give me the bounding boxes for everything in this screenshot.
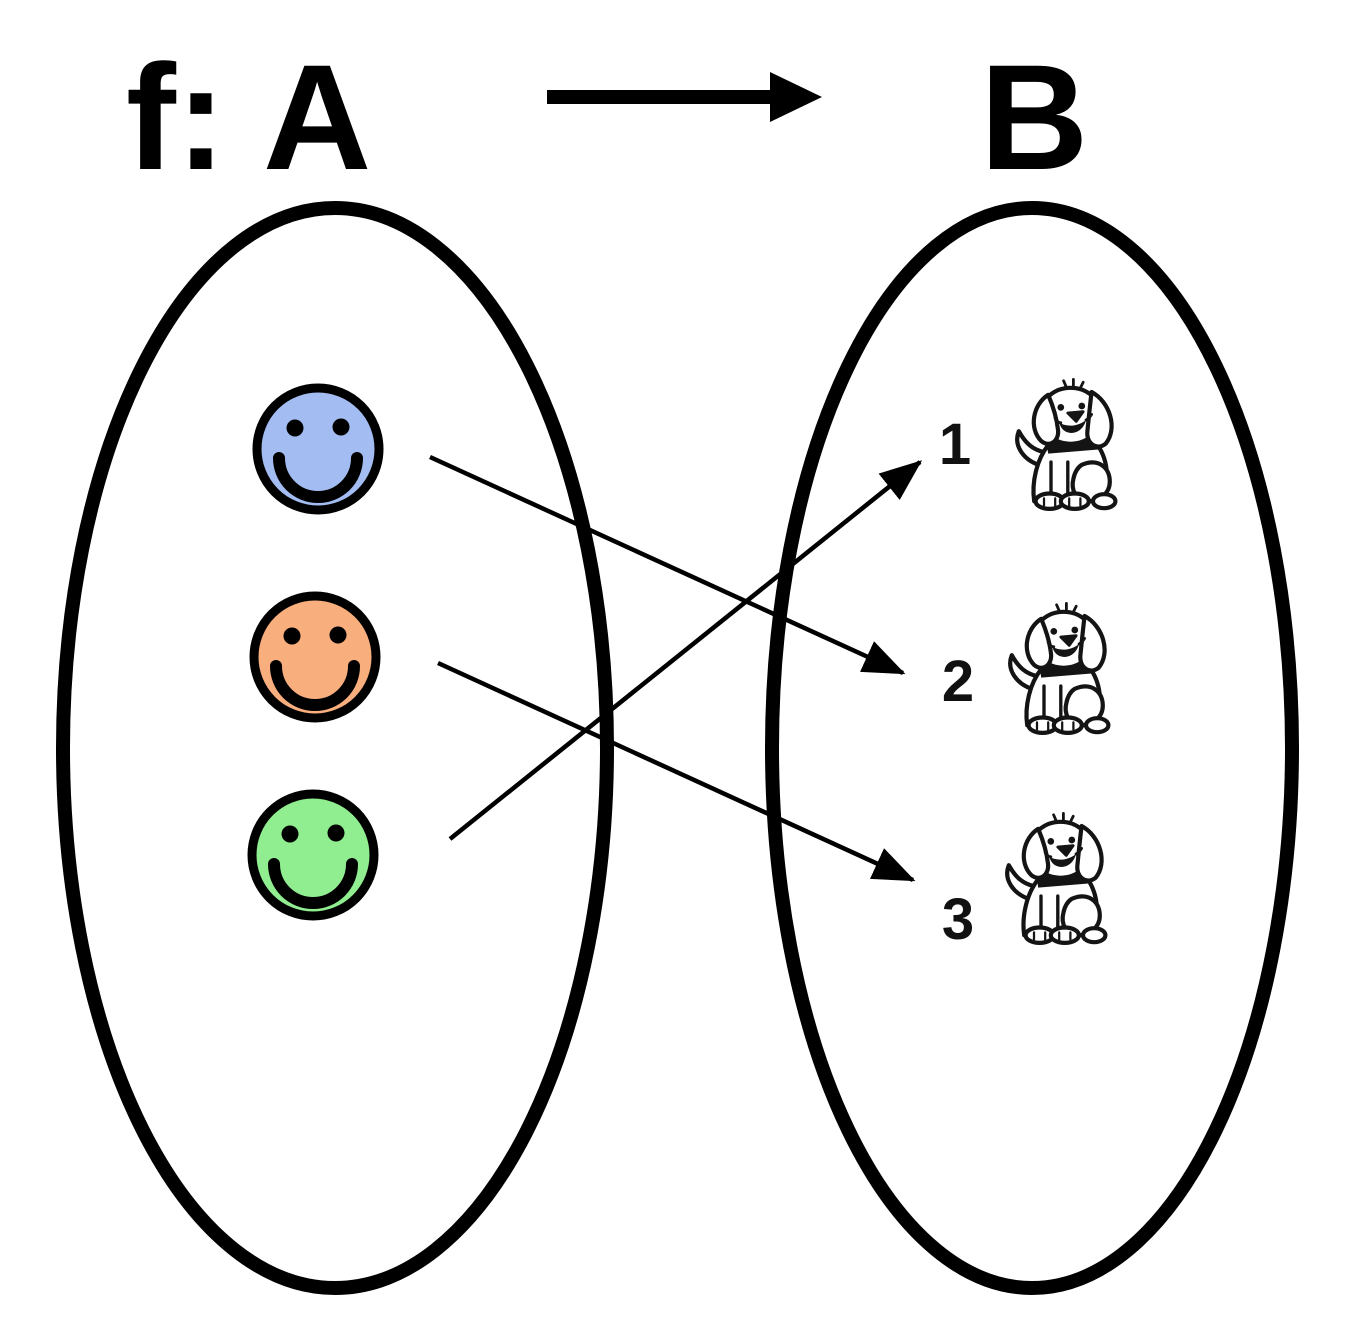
element-label-2: 2 — [942, 649, 974, 714]
blue-smiley-icon — [252, 383, 384, 515]
set-a-ellipse — [56, 201, 614, 1295]
mapping-arrow-green-to-1 — [448, 460, 923, 841]
set-b-label: B — [980, 33, 1089, 201]
right-arrow-icon — [547, 72, 822, 122]
set-a-label: A — [263, 33, 372, 201]
element-label-1: 1 — [939, 412, 971, 477]
orange-smiley-icon — [249, 591, 381, 723]
set-b-ellipse — [765, 201, 1299, 1295]
function-name-label: f: — [126, 33, 226, 201]
puppy-icon-2 — [1010, 603, 1108, 733]
puppy-icon-1 — [1017, 379, 1115, 509]
mapping-arrow-orange-to-3 — [437, 660, 916, 883]
element-label-3: 3 — [942, 887, 974, 952]
puppy-icon-3 — [1007, 813, 1105, 943]
green-smiley-icon — [247, 789, 379, 921]
mapping-arrow-blue-to-2 — [429, 454, 906, 676]
